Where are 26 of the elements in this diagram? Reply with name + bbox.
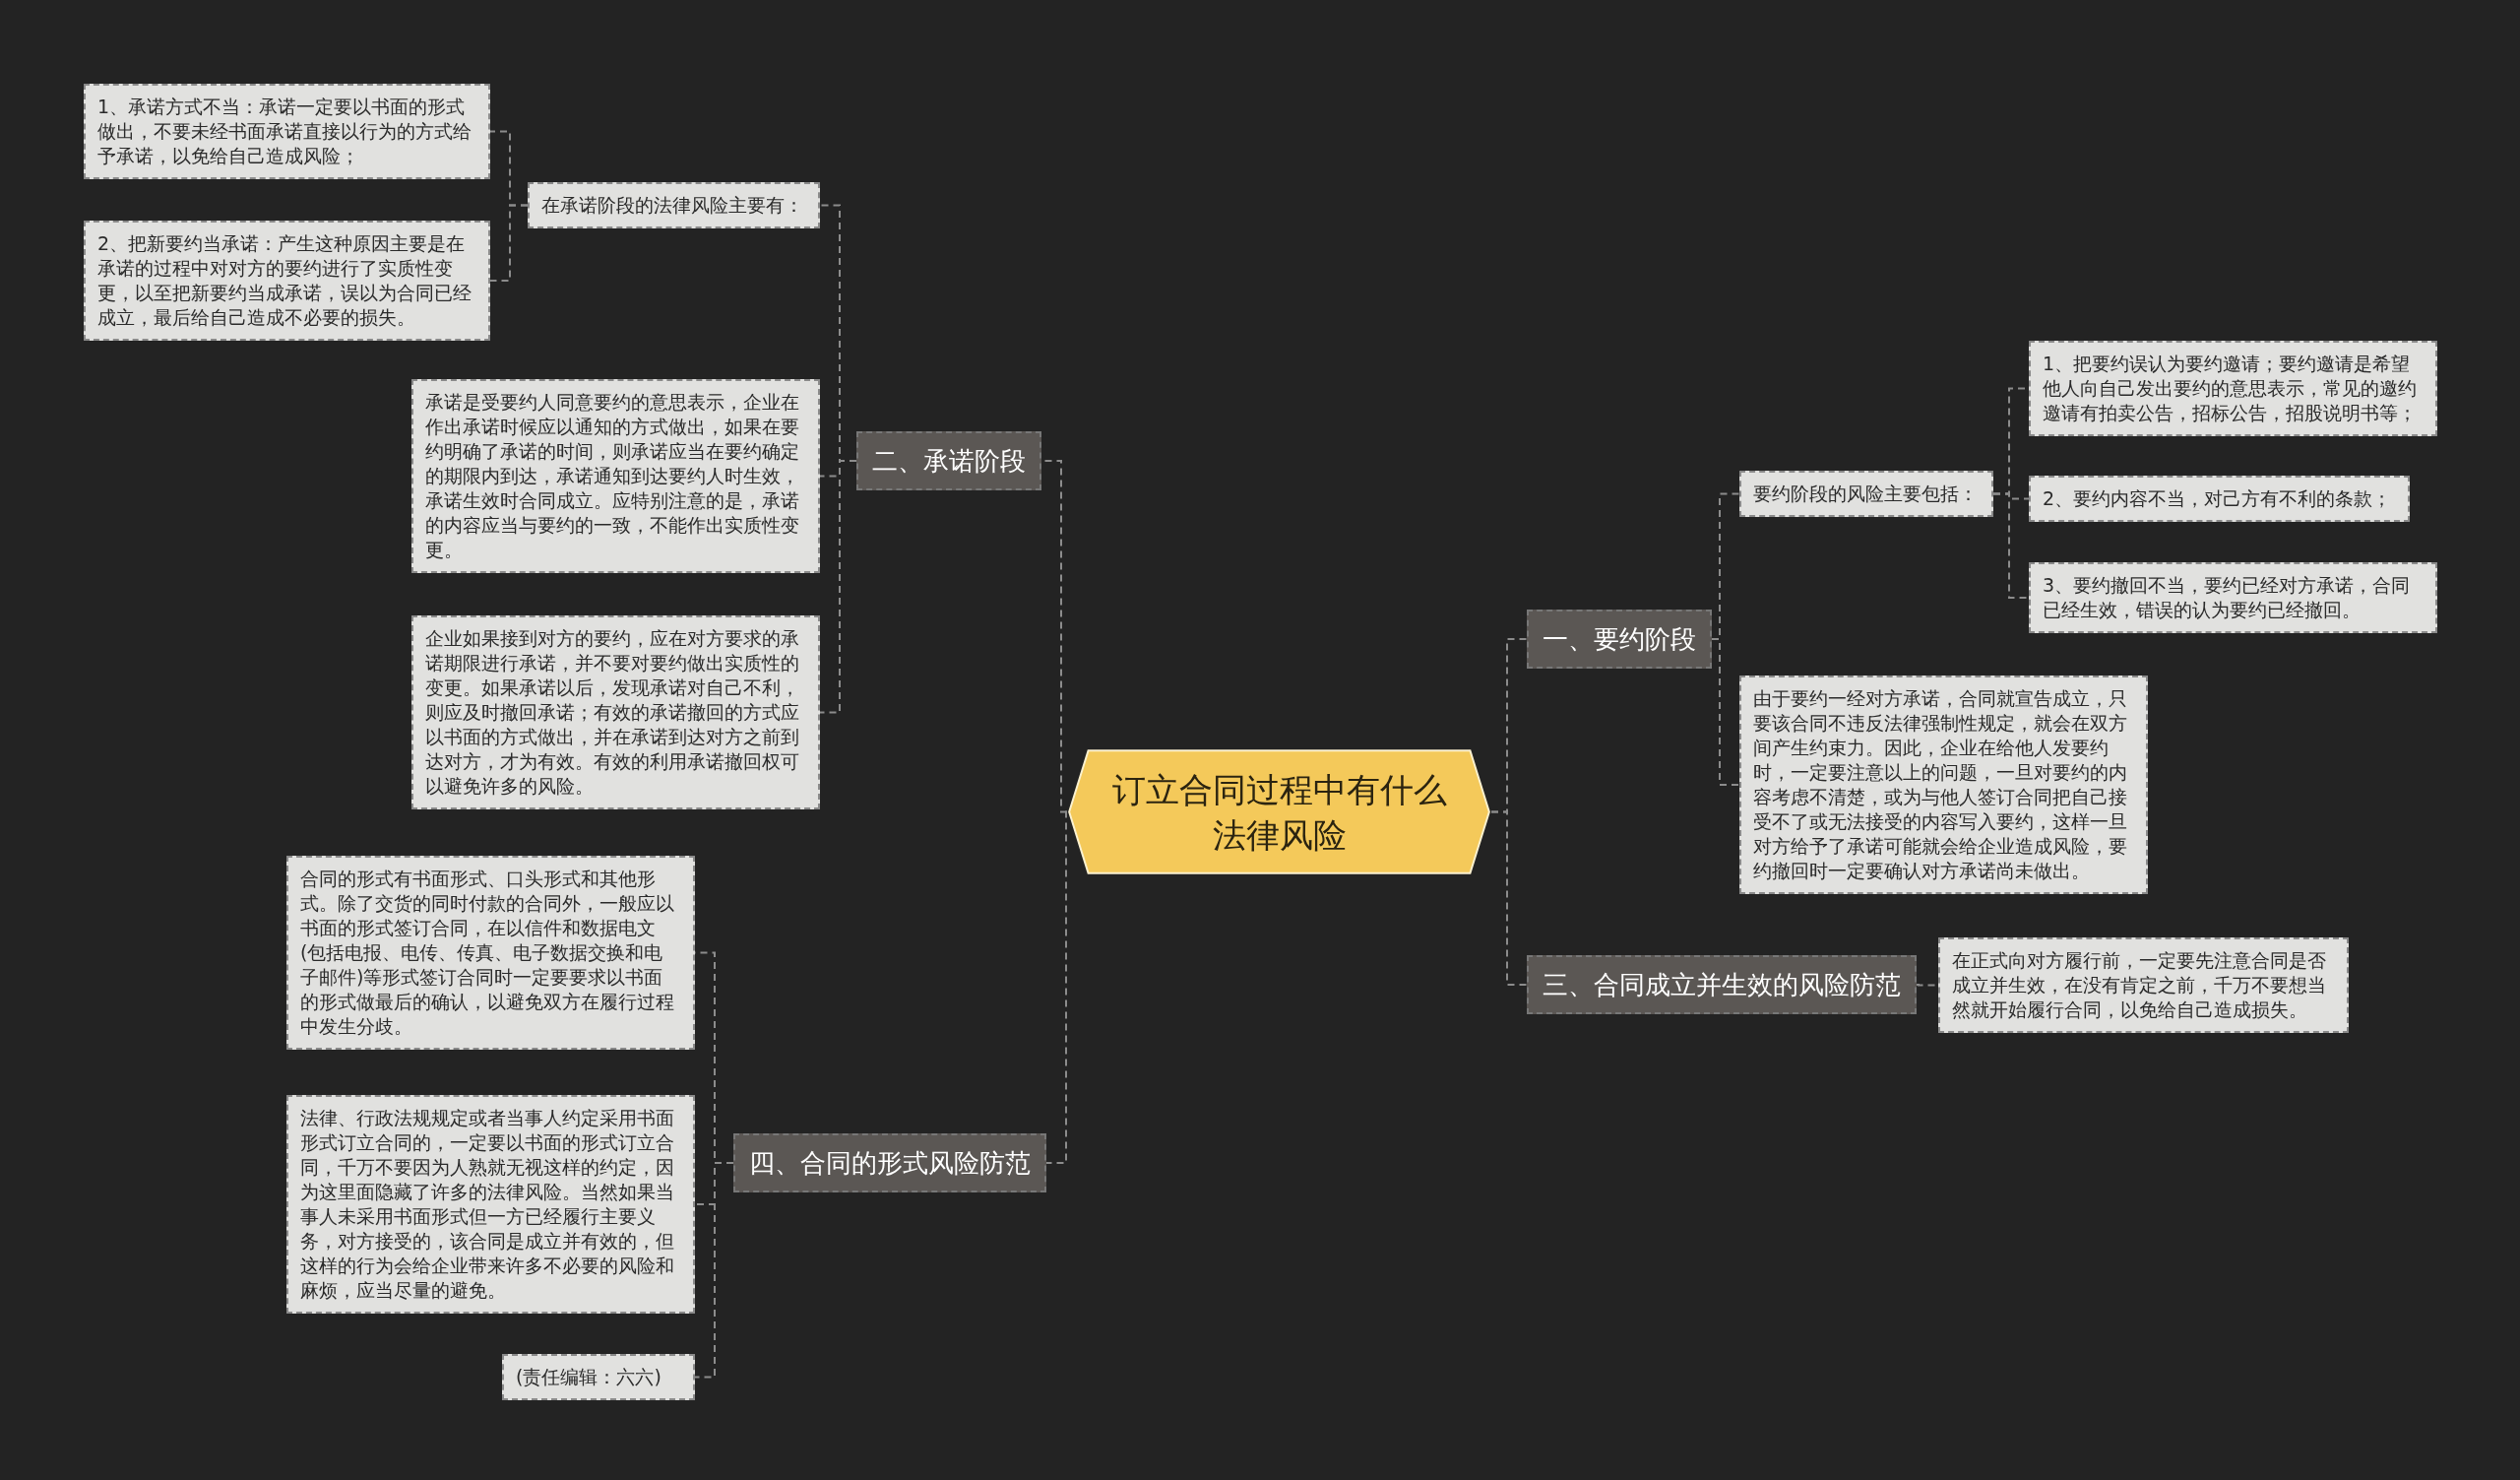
branch-box: 一、要约阶段 <box>1527 610 1712 669</box>
topic-hexagon: 订立合同过程中有什么法律风险 <box>1067 749 1491 874</box>
connector-line <box>694 1162 734 1379</box>
note-box: 要约阶段的风险主要包括： <box>1739 471 1993 517</box>
note-box: 2、把新要约当承诺：产生这种原因主要是在承诺的过程中对对方的要约进行了实质性变更，以至把新要约当成承诺，误以为合同已经成立，最后给自己造成不必要的损失。 <box>84 221 490 341</box>
connector-line <box>1992 492 2030 599</box>
note-box: 1、承诺方式不当：承诺一定要以书面的形式做出，不要未经书面承诺直接以行为的方式给予承诺，以免给自己造成风险； <box>84 84 490 179</box>
connector-line <box>1711 638 1740 786</box>
note-box: 在正式向对方履行前，一定要先注意合同是否成立并生效，在没有肯定之前，千万不要想当然就开始履行合同，以免给自己造成损失。 <box>1938 937 2349 1033</box>
note-box: 在承诺阶段的法律风险主要有： <box>528 182 820 228</box>
connector-line <box>1045 810 1068 1164</box>
connector-line <box>489 204 529 282</box>
note-box: (责任编辑：六六) <box>502 1354 695 1400</box>
branch-box: 四、合同的形式风险防范 <box>733 1133 1046 1192</box>
note-box: 法律、行政法规规定或者当事人约定采用书面形式订立合同的，一定要以书面的形式订立合同，千万不要因为人熟就无视这样的约定，因为这里面隐藏了许多的法律风险。当然如果当事人未采用书面形式但一方已经履行主要义务，对方接受的，该合同是成立并有效的，但这样的行为会给企业带来许多不必要的风险和麻烦，应当尽量的避免。 <box>286 1095 695 1314</box>
note-box: 2、要约内容不当，对己方有不利的条款； <box>2029 476 2410 522</box>
note-box: 由于要约一经对方承诺，合同就宣告成立，只要该合同不违反法律强制性规定，就会在双方间产生约束力。因此，企业在给他人发要约时，一定要注意以上的问题，一旦对要约的内容考虑不清楚，或为与他人签订合同把自己接受不了或无法接受的内容写入要约，这样一旦对方给予了承诺可能就会给企业造成风险，要约撤回时一定要确认对方承诺尚未做出。 <box>1739 676 2148 894</box>
branch-box: 三、合同成立并生效的风险防范 <box>1527 955 1917 1014</box>
note-box: 3、要约撤回不当，要约已经对方承诺，合同已经生效，错误的认为要约已经撤回。 <box>2029 562 2437 633</box>
note-box: 承诺是受要约人同意要约的意思表示，企业在作出承诺时候应以通知的方式做出，如果在要约明确了承诺的时间，则承诺应当在要约确定的期限内到达，承诺通知到达要约人时生效，承诺生效时合同成立。应特别注意的是，承诺的内容应当与要约的一致，不能作出实质性变更。 <box>411 379 820 573</box>
connector-line <box>1490 810 1528 986</box>
connector-line <box>819 460 857 714</box>
branch-box: 二、承诺阶段 <box>856 431 1041 490</box>
note-box: 1、把要约误认为要约邀请；要约邀请是希望他人向自己发出要约的意思表示，常见的邀约邀请有拍卖公告，招标公告，招股说明书等； <box>2029 341 2437 436</box>
note-box: 企业如果接到对方的要约，应在对方要求的承诺期限进行承诺，并不要对要约做出实质性的变更。如果承诺以后，发现承诺对自己不利，则应及时撤回承诺；有效的承诺撤回的方式应以书面的方式做出，并在承诺到达对方之前到达对方，才为有效。有效的利用承诺撤回权可以避免许多的风险。 <box>411 615 820 809</box>
note-box: 合同的形式有书面形式、口头形式和其他形式。除了交货的同时付款的合同外，一般应以书面的形式签订合同，在以信件和数据电文(包括电报、电传、传真、电子数据交换和电子邮件)等形式签订合同时一定要要求以书面的形式做最后的确认，以避免双方在履行过程中发生分歧。 <box>286 856 695 1050</box>
